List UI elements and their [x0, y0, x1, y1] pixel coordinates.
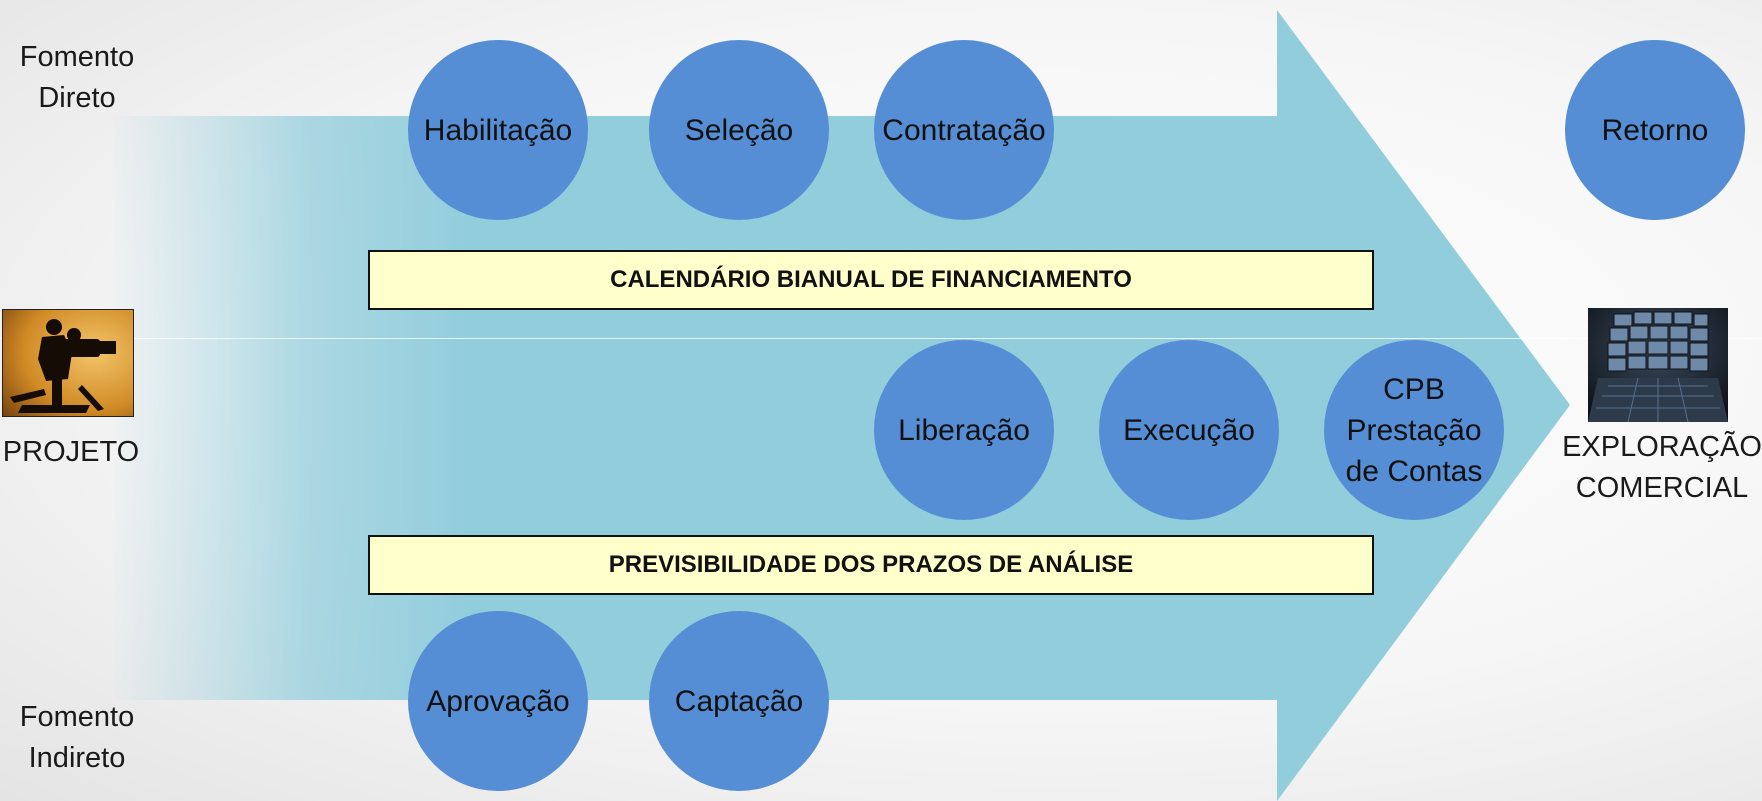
exploracao-label: EXPLORAÇÃO COMERCIAL: [1562, 431, 1762, 504]
banner-calendario: CALENDÁRIO BIANUAL DE FINANCIAMENTO: [368, 250, 1374, 310]
step-aprovacao: Aprovação: [408, 611, 588, 791]
step-execucao: Execução: [1099, 340, 1279, 520]
step-cpb-prestacao-de-contas: CPB Prestação de Contas: [1324, 340, 1504, 520]
tv-screens-wall-icon: [1588, 308, 1728, 422]
fomento-direto-label: Fomento Direto: [19, 41, 135, 114]
step-selecao: Seleção: [649, 40, 829, 220]
banner-previsibilidade: PREVISIBILIDADE DOS PRAZOS DE ANÁLISE: [368, 535, 1374, 595]
step-retorno: Retorno: [1565, 40, 1745, 220]
divider-line: [0, 338, 1762, 339]
projeto-label: PROJETO: [2, 436, 140, 468]
step-liberacao: Liberação: [874, 340, 1054, 520]
fomento-indireto-label: Fomento Indireto: [19, 701, 135, 774]
film-camera-operator-icon: [2, 309, 134, 417]
step-contratacao: Contratação: [874, 40, 1054, 220]
step-habilitacao: Habilitação: [408, 40, 588, 220]
step-captacao: Captação: [649, 611, 829, 791]
